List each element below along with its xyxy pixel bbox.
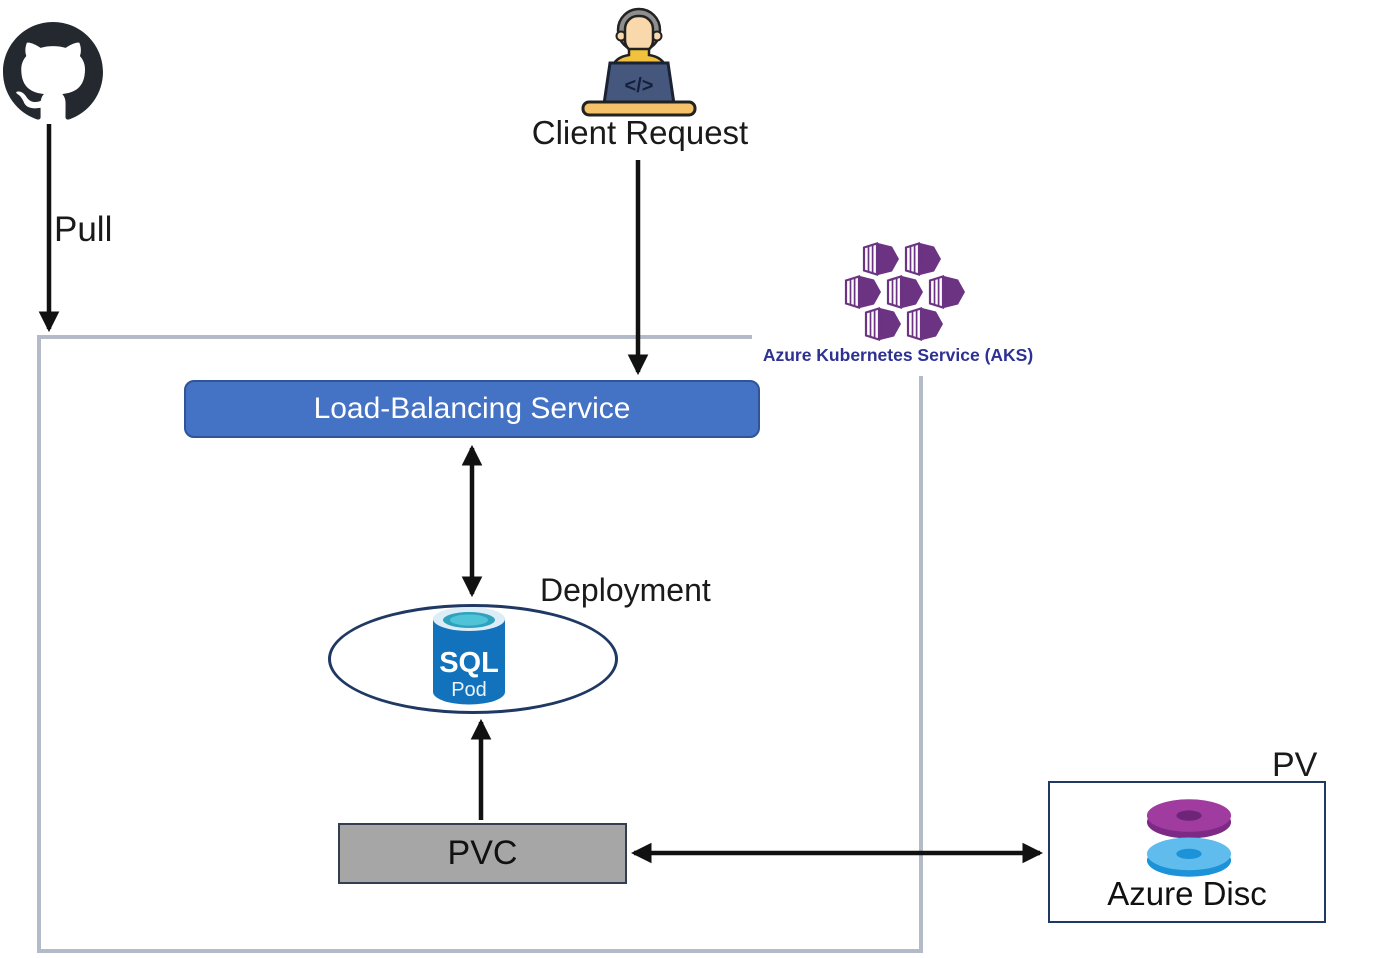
purple-disc-hole [1176, 810, 1202, 821]
sql-database-pod-icon: SQL Pod [433, 607, 505, 705]
client-face [623, 14, 655, 55]
laptop-code-glyph: </> [625, 75, 654, 97]
aks-cluster-boundary [37, 335, 923, 953]
pod-label: Pod [451, 679, 487, 701]
aks-containers-icon [844, 241, 967, 342]
azure-disc-label: Azure Disc [1107, 875, 1267, 912]
pv-label: PV [1272, 746, 1318, 784]
sql-label: SQL [439, 647, 499, 679]
pvc-label: PVC [447, 834, 518, 872]
pvc-node: PVC [338, 823, 627, 884]
developer-at-laptop-icon: </> [581, 7, 697, 117]
sql-cylinder-body [433, 619, 505, 705]
github-icon [3, 22, 103, 120]
pull-label: Pull [54, 210, 113, 249]
azure-disc-node: Azure Disc [1048, 781, 1326, 923]
aks-logo-block: Azure Kubernetes Service (AKS) [752, 230, 1044, 376]
sql-cylinder-top-inner [450, 614, 488, 626]
aks-label: Azure Kubernetes Service (AKS) [762, 345, 1034, 365]
client-request-label: Client Request [531, 114, 749, 151]
blue-disc-hole [1176, 848, 1202, 860]
load-balancing-service-label: Load-Balancing Service [313, 392, 631, 425]
azure-disc-stack-icon [1146, 799, 1232, 877]
deployment-label: Deployment [540, 572, 711, 608]
client-desk [581, 100, 697, 117]
load-balancing-service-node: Load-Balancing Service [184, 380, 760, 438]
